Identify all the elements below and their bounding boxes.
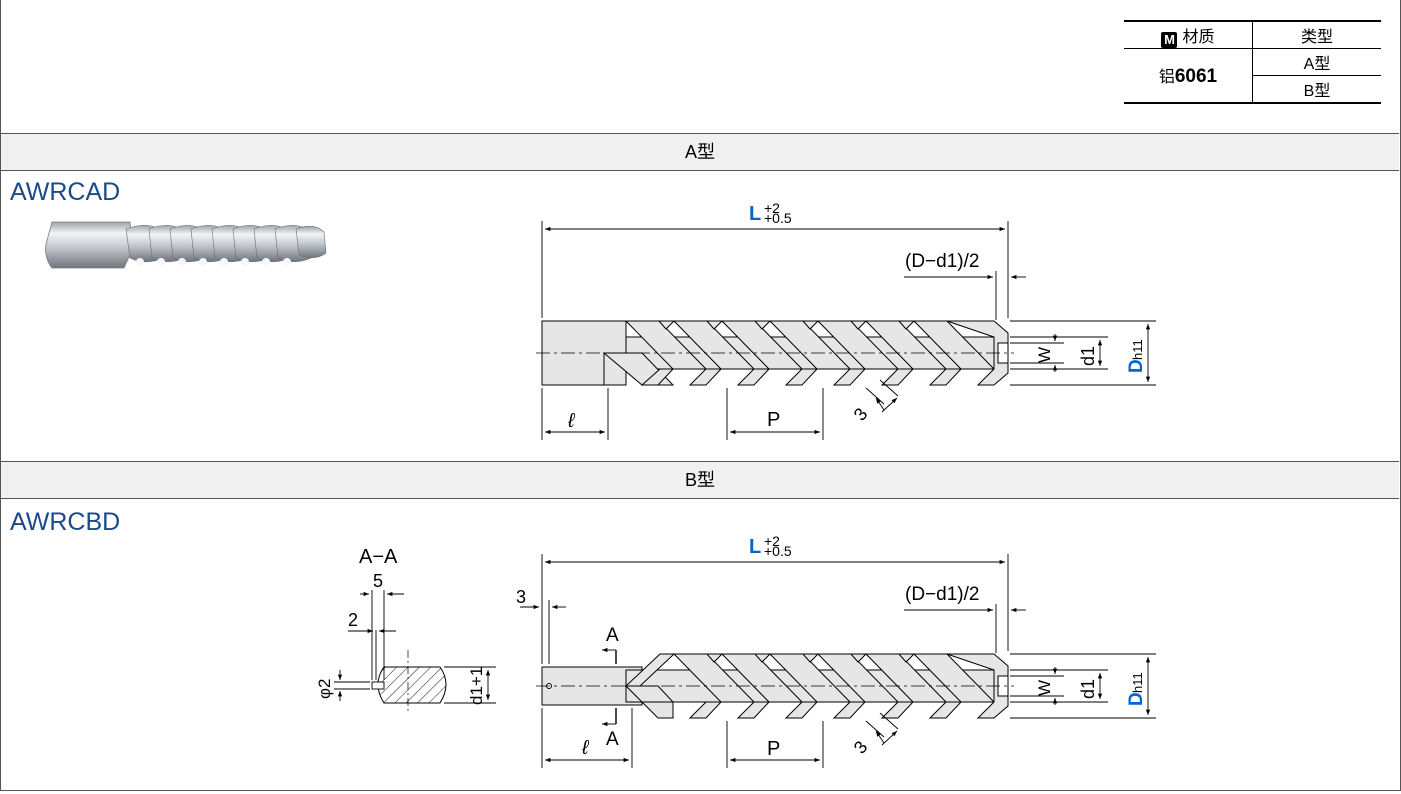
material-grade: 6061 (1174, 65, 1218, 87)
dim-b-3-end: 3 (516, 587, 526, 607)
dim-a-L-upper: +2 (764, 200, 780, 216)
dim-b-5: 5 (373, 571, 383, 591)
dim-a-3: 3 (850, 404, 872, 425)
dim-b-W: W (1035, 680, 1054, 696)
dim-a-W: W (1035, 347, 1054, 363)
screw-b-flights (624, 653, 1009, 719)
product-code-a: AWRCAD (10, 178, 121, 206)
dim-a-L-lower: +0.5 (764, 210, 792, 226)
dim-b-d1: d1 (1078, 679, 1098, 699)
labels-b: L +2 +0.5 3 (D−d1)/2 A A W d1 D h11 ℓ P … (516, 533, 1147, 760)
material-header: 材质 (1182, 28, 1215, 46)
screw-drawing-b (536, 653, 1014, 719)
dim-a-P: P (767, 409, 780, 431)
screw-drawing-a (536, 320, 1014, 386)
product-photo-a (45, 221, 327, 269)
dim-b-phi2: φ2 (315, 679, 334, 699)
type-b-cell: B型 (1252, 75, 1381, 104)
section-b-band: B型 (1, 461, 1399, 499)
material-value: 铝6061 (1124, 48, 1253, 104)
dim-b-P: P (767, 738, 780, 760)
dim-b-3-pitch: 3 (850, 737, 872, 758)
dim-b-D-sub: h11 (1130, 672, 1145, 693)
dim-b-D: D (1126, 692, 1147, 706)
section-view-aa: A−A 5 2 φ2 d1+1 (315, 546, 496, 712)
dim-b-L-upper: +2 (764, 533, 780, 549)
dim-b-ell: ℓ (581, 737, 590, 759)
section-a-band: A型 (1, 133, 1399, 171)
section-view-label: A−A (359, 546, 398, 568)
dim-b-d-half: (D−d1)/2 (905, 584, 979, 605)
dim-b-L-lower: +0.5 (764, 543, 792, 559)
dimensions-b (520, 554, 1156, 768)
dim-a-d1: d1 (1078, 346, 1098, 366)
dim-a-ell: ℓ (567, 410, 576, 432)
dim-a-L: L (749, 203, 761, 225)
type-a-cell: A型 (1252, 48, 1381, 76)
type-header: 类型 (1252, 20, 1381, 49)
cut-label-top: A (606, 625, 619, 646)
product-code-b: AWRCBD (10, 508, 121, 536)
dimensions-a (541, 221, 1156, 440)
dim-b-L: L (749, 536, 761, 558)
dim-a-D-sub: h11 (1130, 339, 1145, 360)
labels-a: L +2 +0.5 (D−d1)/2 W d1 D h11 ℓ P 3 (567, 200, 1147, 432)
material-prefix: 铝 (1158, 68, 1175, 86)
dim-b-2: 2 (348, 610, 358, 630)
dim-a-d-half: (D−d1)/2 (905, 251, 979, 272)
cut-label-bottom: A (606, 729, 619, 750)
dim-a-D: D (1126, 359, 1147, 373)
dim-b-d1-plus1: d1+1 (467, 667, 486, 705)
material-m-icon: M (1161, 31, 1178, 48)
